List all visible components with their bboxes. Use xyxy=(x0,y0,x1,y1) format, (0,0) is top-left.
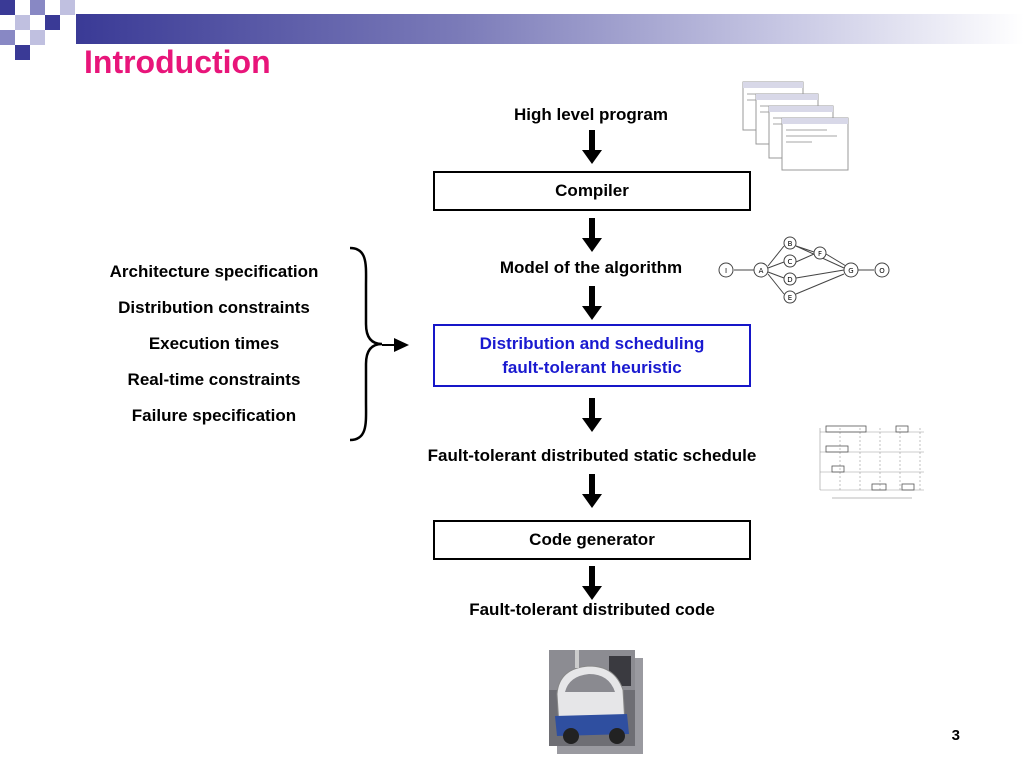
heuristic-box: Distribution and scheduling fault-tolera… xyxy=(433,324,751,387)
graph-node-label: F xyxy=(818,250,822,258)
high-level-program-label: High level program xyxy=(514,105,668,124)
input-item: Failure specification xyxy=(131,406,297,425)
graph-node-label: C xyxy=(788,258,793,266)
inputs-list: Architecture specification Distribution … xyxy=(70,262,358,442)
code-generator-box: Code generator xyxy=(433,520,751,560)
graph-node-label: O xyxy=(879,267,885,275)
arrow-down-icon xyxy=(582,566,602,600)
heuristic-line-2: fault-tolerant heuristic xyxy=(502,358,682,377)
input-item: Distribution constraints xyxy=(118,298,310,317)
graph-node-label: I xyxy=(725,267,727,275)
corner-squares-icon xyxy=(0,0,76,64)
model-label: Model of the algorithm xyxy=(499,258,683,277)
schedule-gantt-icon xyxy=(819,425,924,499)
slide-title: Introduction xyxy=(84,44,271,80)
algorithm-graph-icon: I A B C D E F G O xyxy=(718,236,890,304)
schedule-label: Fault-tolerant distributed static schedu… xyxy=(427,446,757,465)
graph-node-label: B xyxy=(788,240,793,248)
vehicle-photo-icon xyxy=(549,650,643,754)
compiler-label: Compiler xyxy=(555,181,629,200)
graph-node-label: A xyxy=(759,267,764,275)
arrow-down-icon xyxy=(582,218,602,252)
code-label: Fault-tolerant distributed code xyxy=(469,600,715,619)
arrow-down-icon xyxy=(582,474,602,508)
input-item: Execution times xyxy=(148,334,280,353)
header-bar xyxy=(76,14,1024,44)
input-item: Real-time constraints xyxy=(127,370,301,389)
graph-node-label: E xyxy=(788,294,792,302)
input-item: Architecture specification xyxy=(109,262,319,281)
arrow-down-icon xyxy=(582,398,602,432)
heuristic-line-1: Distribution and scheduling xyxy=(479,334,705,353)
compiler-box: Compiler xyxy=(433,171,751,211)
code-generator-label: Code generator xyxy=(529,530,655,549)
graph-node-label: G xyxy=(848,267,853,275)
arrow-down-icon xyxy=(582,130,602,164)
arrow-right-icon xyxy=(382,338,409,352)
slide-number: 3 xyxy=(951,727,960,744)
graph-node-label: D xyxy=(787,276,792,284)
arrow-down-icon xyxy=(582,286,602,320)
curly-brace-icon xyxy=(349,246,383,442)
stacked-code-windows-icon xyxy=(742,81,849,171)
